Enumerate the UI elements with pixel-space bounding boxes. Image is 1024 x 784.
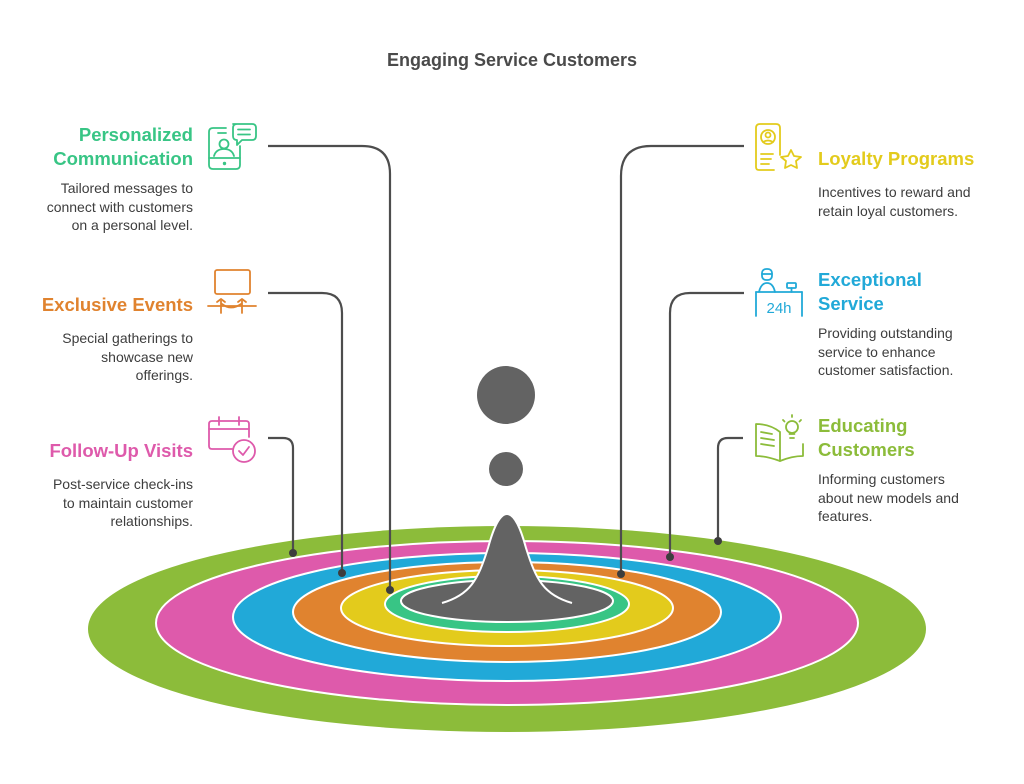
desc-line: Tailored messages to: [60, 180, 193, 196]
item-title: Personalized Communication: [3, 123, 193, 171]
endpoint-exceptional: [666, 553, 674, 561]
24h-label: 24h: [766, 300, 791, 317]
item-title: Exclusive Events: [41, 294, 193, 315]
connectors: [268, 144, 744, 590]
connector-personalized: [268, 144, 392, 590]
item-description: Post-service check-ins to maintain custo…: [3, 475, 193, 531]
item-description: Tailored messages to connect with custom…: [3, 179, 193, 235]
connector-exclusive: [268, 291, 344, 573]
item-exclusive-events: Exclusive Events Special gatherings to s…: [3, 293, 193, 385]
drop-large: [477, 366, 535, 424]
mobile-chat-icon: [208, 123, 257, 170]
title-line: Educating: [818, 415, 908, 436]
desc-line: retain loyal customers.: [818, 202, 959, 219]
desc-line: connect with customers: [46, 198, 193, 215]
endpoint-loyalty: [617, 570, 625, 578]
connector-loyalty: [619, 144, 744, 574]
desc-line: Informing customers: [818, 471, 945, 487]
title-line: Personalized: [78, 124, 193, 145]
item-description: Providing outstanding service to enhance…: [818, 324, 1008, 380]
title-line: Communication: [53, 148, 193, 169]
item-title: Follow-Up Visits: [49, 440, 193, 461]
connector-endpoints: [289, 537, 722, 594]
item-description: Special gatherings to showcase new offer…: [3, 329, 193, 385]
item-description: Incentives to reward and retain loyal cu…: [818, 183, 1008, 220]
velvet-rope-screen-icon: [207, 269, 257, 314]
diagram-title: Engaging Service Customers: [386, 50, 638, 70]
item-educating-customers: Educating Customers Informing customers …: [818, 414, 1008, 526]
item-title: Loyalty Programs: [818, 148, 975, 169]
desc-line: Post-service check-ins: [52, 476, 193, 492]
desc-line: Incentives to reward and: [818, 184, 971, 200]
desc-line: relationships.: [110, 513, 194, 529]
calendar-check-icon: [208, 416, 256, 463]
item-follow-up-visits: Follow-Up Visits Post-service check-ins …: [3, 439, 193, 531]
splash-peak-outline-left: [441, 513, 508, 604]
title-line: Customers: [818, 439, 915, 460]
endpoint-exclusive: [338, 569, 346, 577]
item-title: Educating Customers: [818, 414, 1008, 462]
endpoint-followup: [289, 549, 297, 557]
connector-followup: [268, 436, 295, 553]
24h-support-icon: 24h: [755, 268, 803, 317]
desc-line: features.: [818, 508, 873, 524]
connector-educating: [716, 436, 743, 541]
title-line: Exceptional: [818, 269, 922, 290]
desc-line: Special gatherings to: [62, 330, 193, 346]
profile-star-icon: [755, 123, 802, 171]
drop-small: [489, 452, 523, 486]
item-title: Exceptional Service: [818, 268, 1008, 316]
desc-line: to maintain customer: [63, 494, 193, 511]
desc-line: offerings.: [135, 367, 193, 383]
item-loyalty-programs: Loyalty Programs Incentives to reward an…: [818, 147, 1008, 220]
desc-line: showcase new: [101, 348, 193, 365]
rings: [88, 526, 926, 732]
desc-line: customer satisfaction.: [818, 362, 954, 378]
item-description: Informing customers about new models and…: [818, 470, 1008, 526]
item-exceptional-service: Exceptional Service Providing outstandin…: [818, 268, 1008, 380]
desc-line: on a personal level.: [71, 217, 193, 233]
item-personalized-communication: Personalized Communication Tailored mess…: [3, 123, 193, 235]
splash-peak-outline-right: [506, 513, 573, 604]
title-line: Service: [818, 293, 884, 314]
book-lightbulb-icon: [755, 414, 804, 462]
desc-line: Providing outstanding: [818, 325, 953, 341]
endpoint-educating: [714, 537, 722, 545]
desc-line: service to enhance: [818, 343, 936, 360]
desc-line: about new models and: [818, 489, 959, 506]
endpoint-personalized: [386, 586, 394, 594]
connector-exceptional: [668, 291, 744, 557]
